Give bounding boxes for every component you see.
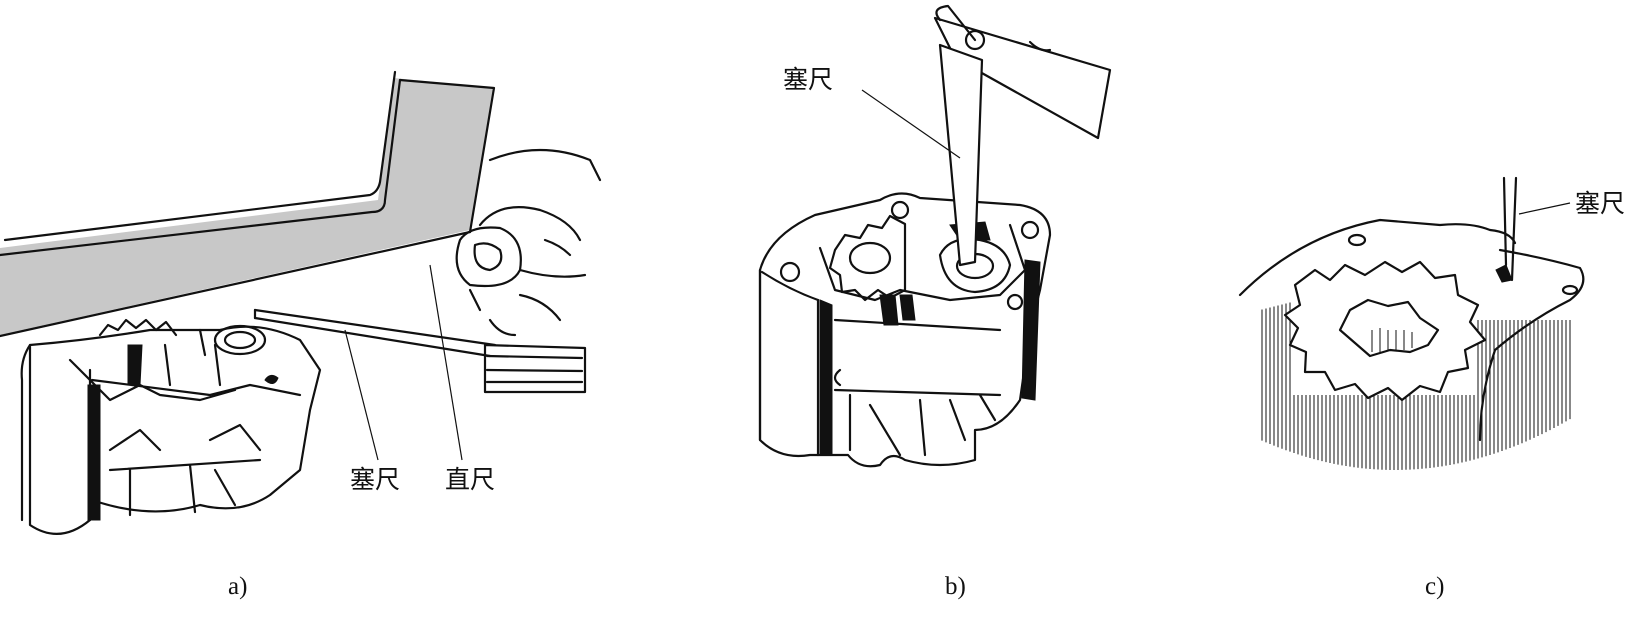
feeler-gauge-a xyxy=(253,308,587,394)
pump-body-a xyxy=(20,318,322,535)
hand-a xyxy=(455,148,602,337)
pump-body-b xyxy=(758,192,1052,468)
panel-a: 塞尺 直尺 a) xyxy=(0,70,602,600)
caption-b: b) xyxy=(945,573,966,600)
label-feeler-b: 塞尺 xyxy=(783,65,833,94)
leader-feeler-b xyxy=(861,89,961,159)
housing-outline-c xyxy=(1238,218,1517,297)
leader-feeler-c xyxy=(1518,202,1571,215)
straightedge-a xyxy=(0,70,496,338)
housing-rim-c xyxy=(1478,248,1585,442)
panel-b: 塞尺 b) xyxy=(758,4,1112,600)
label-feeler-c: 塞尺 xyxy=(1575,189,1625,218)
leader-feeler-a xyxy=(344,329,379,461)
label-feeler-a: 塞尺 xyxy=(350,465,400,494)
leader-straightedge-a xyxy=(429,264,463,461)
label-straightedge-a: 直尺 xyxy=(445,465,495,494)
panel-c: 塞尺 c) xyxy=(1238,176,1625,600)
caption-a: a) xyxy=(228,573,247,600)
housing-hatching-c xyxy=(1261,302,1571,470)
outer-rotor-c xyxy=(1283,260,1487,402)
feeler-gauge-b xyxy=(933,4,1112,267)
caption-c: c) xyxy=(1425,573,1444,600)
inner-rotor-c xyxy=(1338,298,1440,358)
feeler-gauge-c xyxy=(1495,176,1518,283)
